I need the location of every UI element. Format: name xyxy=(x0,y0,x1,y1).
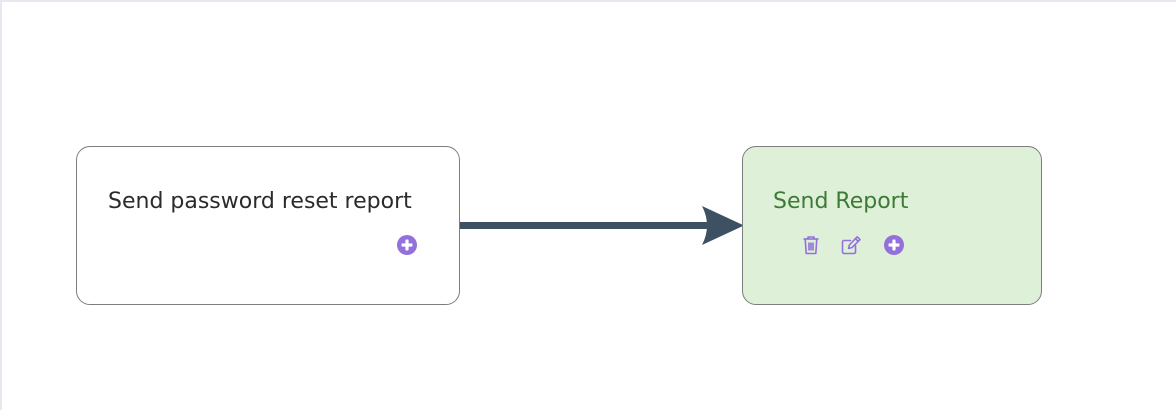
action-node-label: Send Report xyxy=(773,189,909,214)
pencil-square-icon[interactable] xyxy=(840,234,862,256)
trigger-node[interactable]: Send password reset report xyxy=(76,146,460,305)
action-node[interactable]: Send Report xyxy=(742,146,1042,305)
trash-icon[interactable] xyxy=(800,234,822,256)
plus-circle-icon[interactable] xyxy=(883,234,905,256)
plus-circle-icon[interactable] xyxy=(396,234,418,256)
trigger-node-label: Send password reset report xyxy=(108,189,412,214)
